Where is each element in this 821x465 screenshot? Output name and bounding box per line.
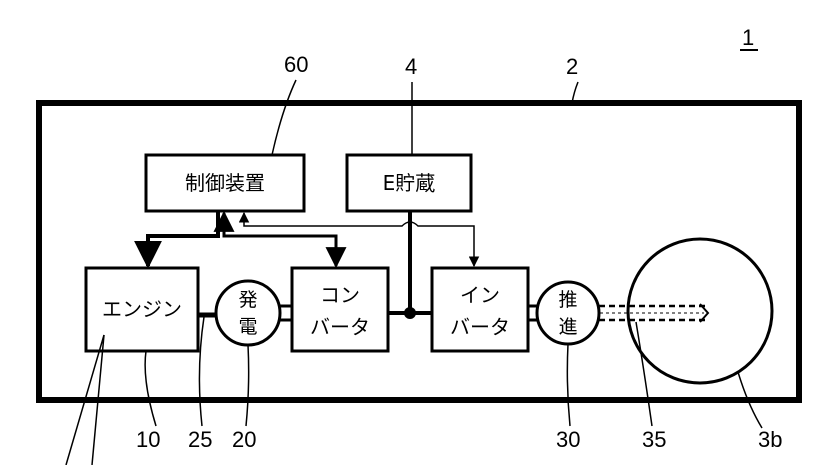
ref-storage: 4 bbox=[405, 54, 417, 79]
inverter-box bbox=[430, 266, 530, 353]
output-shaft-tip bbox=[699, 303, 710, 323]
ref-vehicle: 2 bbox=[566, 54, 578, 79]
control-to-engine bbox=[134, 211, 220, 269]
ref-controller: 60 bbox=[284, 52, 308, 77]
inverter-label-2: バータ bbox=[450, 315, 510, 339]
engine-box bbox=[84, 266, 200, 353]
engine-label: エンジン bbox=[102, 297, 182, 321]
ref-wheel: 3b bbox=[758, 427, 782, 452]
converter-label-1: コン bbox=[320, 283, 360, 307]
ref-output-shaft: 35 bbox=[642, 427, 666, 452]
leader-generator bbox=[245, 344, 250, 427]
controller-label: 制御装置 bbox=[185, 171, 265, 195]
leader-motor bbox=[566, 343, 571, 427]
ref-shaft: 25 bbox=[188, 427, 212, 452]
converter-label-2: バータ bbox=[310, 315, 370, 339]
generator-label-2: 電 bbox=[238, 316, 257, 338]
leader-controller bbox=[271, 79, 297, 156]
ref-generator: 20 bbox=[232, 427, 256, 452]
inverter-label-1: イン bbox=[460, 283, 500, 307]
engine-leader-b bbox=[91, 334, 105, 465]
storage-label: E貯蔵 bbox=[383, 171, 436, 195]
figure-number: 1 bbox=[742, 25, 754, 50]
leader-vehicle bbox=[571, 81, 579, 104]
vehicle-frame bbox=[36, 100, 802, 403]
control-converter bbox=[213, 210, 347, 269]
ref-motor: 30 bbox=[556, 427, 580, 452]
generator-label-1: 発 bbox=[238, 289, 257, 311]
bus-junction bbox=[404, 307, 416, 319]
leader-wheel bbox=[737, 371, 763, 429]
leader-shaft bbox=[198, 316, 205, 427]
motor-label-1: 推 bbox=[558, 289, 577, 311]
engine-leader-a bbox=[65, 334, 105, 465]
control-inverter bbox=[238, 211, 480, 268]
motor-label-2: 進 bbox=[558, 316, 577, 338]
wheel-circle bbox=[626, 237, 774, 385]
ref-engine: 10 bbox=[136, 427, 160, 452]
storage-box bbox=[345, 153, 473, 213]
leader-engine bbox=[144, 350, 157, 427]
leader-output-shaft bbox=[635, 321, 653, 427]
